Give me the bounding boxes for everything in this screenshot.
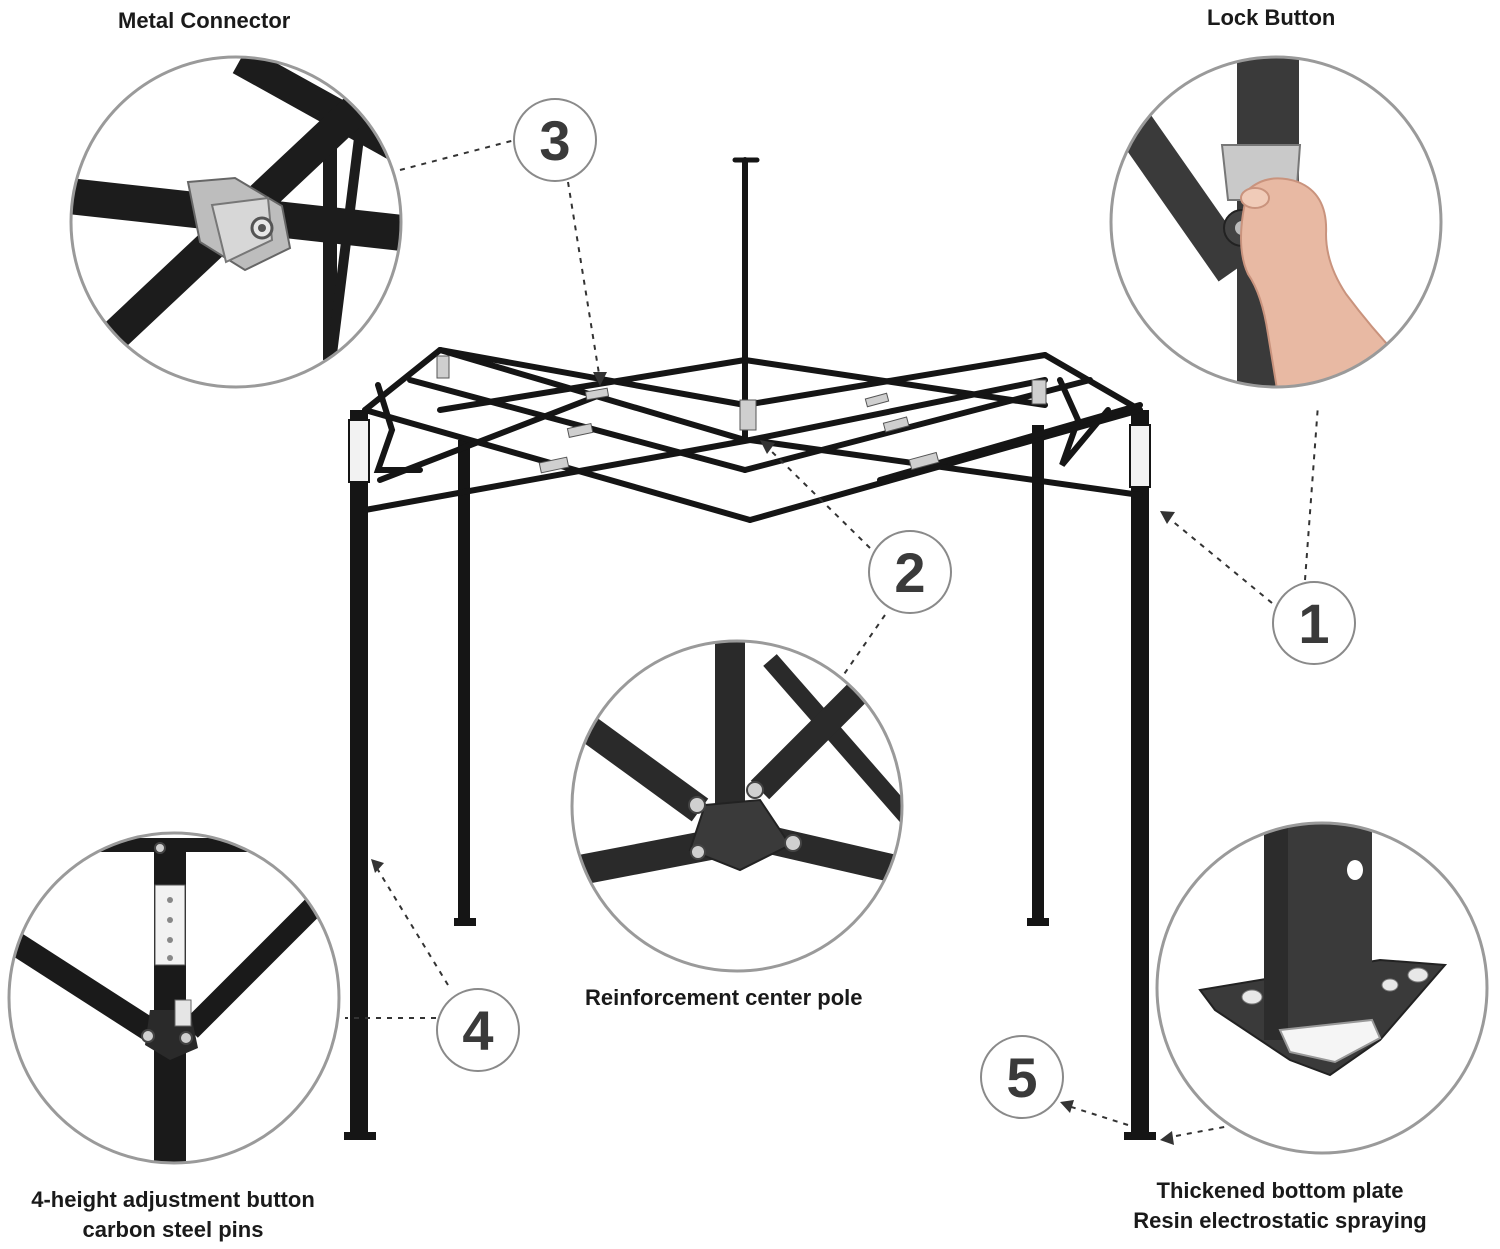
- adjustment-label-line1: 4-height adjustment button: [31, 1187, 315, 1212]
- front-left-leg: [350, 410, 368, 1135]
- back-right-foot: [1027, 918, 1049, 926]
- back-left-leg: [458, 440, 470, 920]
- back-left-foot: [454, 918, 476, 926]
- connector-bracket: [186, 176, 292, 272]
- callout-badge-2: 2: [868, 530, 952, 614]
- adjustment-label-line2: carbon steel pins: [82, 1217, 264, 1242]
- center-pole-detail: [570, 639, 904, 973]
- adjustment-pin-detail: [7, 831, 341, 1165]
- bottom-plate-label-line1: Thickened bottom plate: [1156, 1178, 1404, 1203]
- front-right-leg: [1131, 410, 1149, 1135]
- callout-badge-1: 1: [1272, 581, 1356, 665]
- canopy-frame: [344, 157, 1156, 1140]
- callout-badge-5: 5: [980, 1035, 1064, 1119]
- center-pole-label: Reinforcement center pole: [585, 985, 863, 1010]
- back-right-leg: [1032, 425, 1044, 920]
- lock-button-label: Lock Button: [1207, 5, 1336, 30]
- leader-arrowheads: [371, 372, 1175, 1145]
- lock-button-detail: [1109, 55, 1443, 389]
- metal-connector-label: Metal Connector: [118, 8, 291, 33]
- front-right-foot: [1124, 1132, 1156, 1140]
- leader-lines: [345, 139, 1319, 1139]
- callout-badge-3: 3: [513, 98, 597, 182]
- metal-connector-detail: [69, 55, 403, 389]
- bottom-plate-detail: [1155, 821, 1489, 1155]
- callout-badge-4: 4: [436, 988, 520, 1072]
- bottom-plate-label-line2: Resin electrostatic spraying: [1133, 1208, 1427, 1233]
